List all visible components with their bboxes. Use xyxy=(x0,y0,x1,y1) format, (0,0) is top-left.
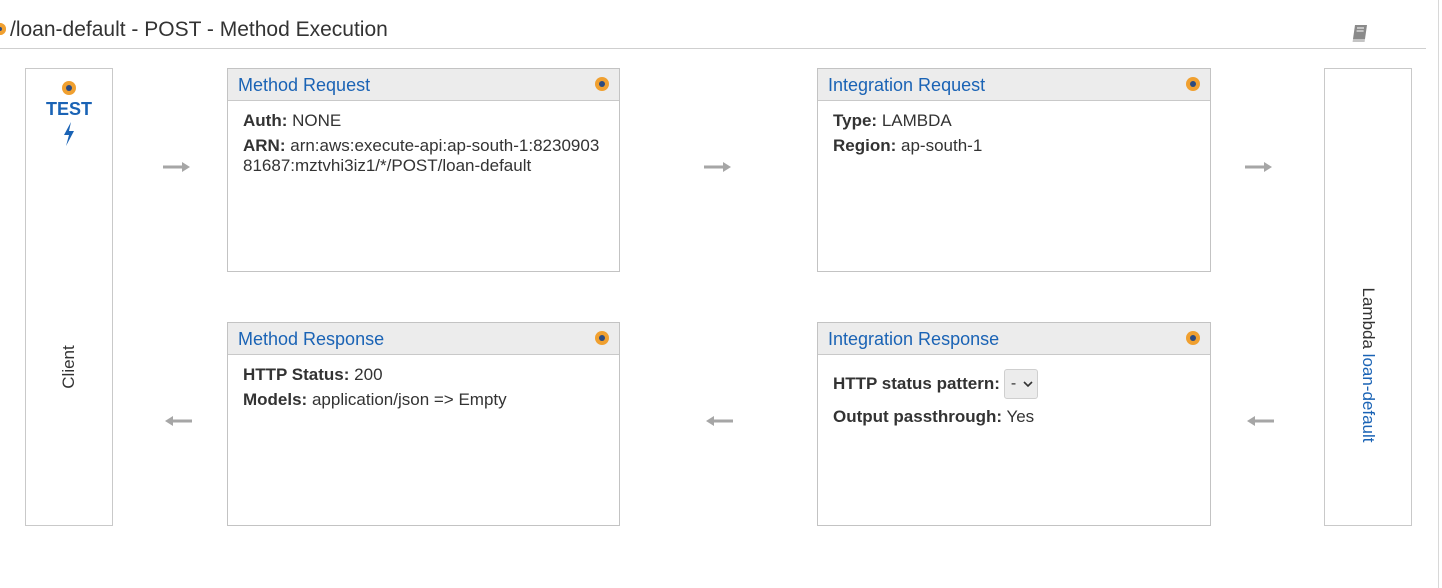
lightning-bolt-icon[interactable] xyxy=(62,122,76,146)
client-panel: TEST Client xyxy=(25,68,113,526)
status-dot-icon xyxy=(595,331,609,345)
integration-response-box: Integration Response HTTP status pattern… xyxy=(817,322,1211,526)
method-response-link[interactable]: Method Response xyxy=(238,329,385,349)
models-value: application/json => Empty xyxy=(311,390,507,409)
lambda-prefix: Lambda xyxy=(1359,287,1378,349)
arn-value: arn:aws:execute-api:ap-south-1:823090381… xyxy=(243,136,600,175)
status-pattern-label: HTTP status pattern: xyxy=(833,374,1000,393)
arrow-left-icon xyxy=(706,416,733,426)
region-value: ap-south-1 xyxy=(901,136,983,155)
method-request-box: Method Request Auth: NONE ARN: arn:aws:e… xyxy=(227,68,620,272)
status-dot-icon xyxy=(62,81,76,95)
auth-value: NONE xyxy=(292,111,342,130)
integration-response-link[interactable]: Integration Response xyxy=(828,329,1000,349)
page-title: /loan-default - POST - Method Execution xyxy=(10,18,388,41)
test-link[interactable]: TEST xyxy=(45,99,92,119)
page-header: /loan-default - POST - Method Execution xyxy=(0,12,1426,49)
status-dot-icon xyxy=(1186,77,1200,91)
method-request-link[interactable]: Method Request xyxy=(238,75,371,95)
status-dot-icon xyxy=(1186,331,1200,345)
type-value: LAMBDA xyxy=(881,111,952,130)
arn-label: ARN: xyxy=(243,136,286,155)
type-label: Type: xyxy=(833,111,878,130)
region-label: Region: xyxy=(833,136,897,155)
arrow-right-icon xyxy=(163,162,190,172)
method-request-header: Method Request xyxy=(228,69,619,101)
chevron-down-icon xyxy=(1023,381,1033,388)
passthrough-label: Output passthrough: xyxy=(833,407,1003,426)
integration-request-box: Integration Request Type: LAMBDA Region:… xyxy=(817,68,1211,272)
lambda-function-link[interactable]: loan-default xyxy=(1359,353,1378,443)
http-status-label: HTTP Status: xyxy=(243,365,350,384)
arrow-right-icon xyxy=(704,162,731,172)
models-label: Models: xyxy=(243,390,308,409)
passthrough-value: Yes xyxy=(1006,407,1035,426)
test-control[interactable]: TEST xyxy=(26,81,112,146)
book-icon[interactable] xyxy=(1350,22,1370,44)
scrollbar-edge xyxy=(1438,0,1439,588)
status-pattern-select[interactable]: - xyxy=(1003,369,1038,399)
arrow-right-icon xyxy=(1245,162,1272,172)
integration-request-header: Integration Request xyxy=(818,69,1210,101)
integration-request-link[interactable]: Integration Request xyxy=(828,75,986,95)
arrow-left-icon xyxy=(1247,416,1274,426)
auth-label: Auth: xyxy=(243,111,288,130)
method-response-header: Method Response xyxy=(228,323,619,355)
http-status-value: 200 xyxy=(354,365,383,384)
integration-response-header: Integration Response xyxy=(818,323,1210,355)
lambda-label: Lambda loan-default xyxy=(1358,287,1378,442)
method-response-box: Method Response HTTP Status: 200 Models:… xyxy=(227,322,620,526)
status-dot-icon xyxy=(0,23,6,35)
lambda-panel: Lambda loan-default xyxy=(1324,68,1412,526)
status-pattern-value: - xyxy=(1010,375,1017,392)
status-dot-icon xyxy=(595,77,609,91)
client-label: Client xyxy=(59,345,78,389)
arrow-left-icon xyxy=(165,416,192,426)
